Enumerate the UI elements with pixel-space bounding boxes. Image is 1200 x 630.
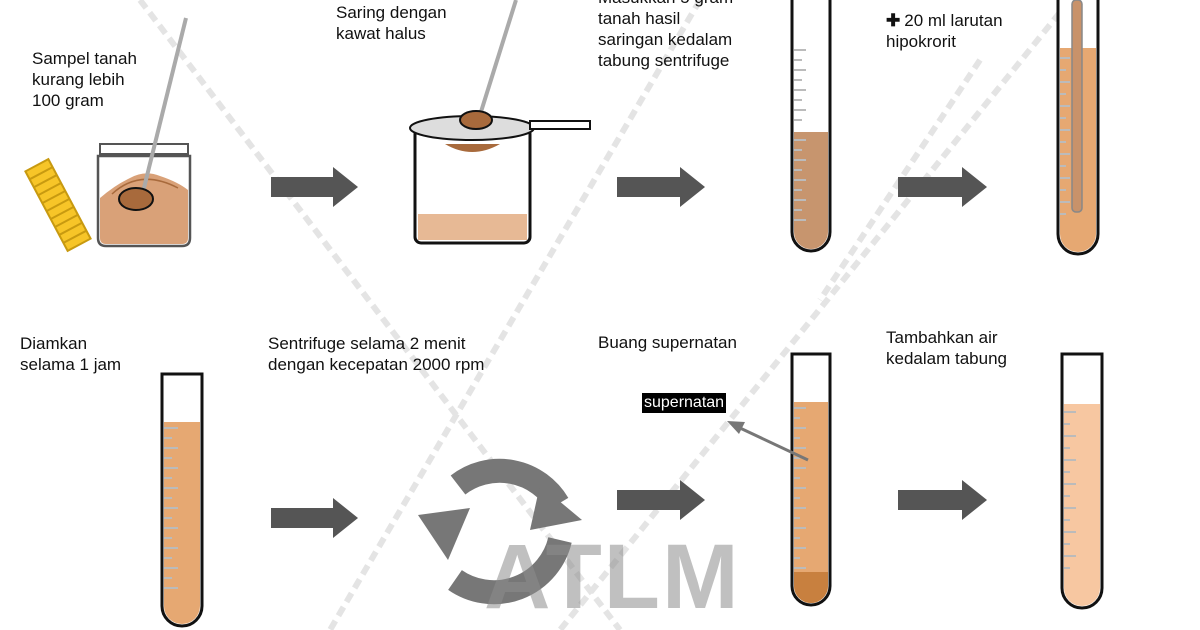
step-label-sample: Sampel tanah kurang lebih 100 gram [32,49,137,110]
process-arrow-icon [271,167,358,207]
process-arrow-icon [617,167,705,207]
test-tube-icon [160,372,204,628]
step-label-discard: Buang supernatan [598,333,737,352]
process-arrow-icon [617,480,705,520]
soil-jar-icon [24,17,192,253]
step-label-centrifuge: Sentrifuge selama 2 menit dengan kecepat… [268,334,485,374]
step-label-sieve: Saring dengan kawat halus [336,3,447,43]
plus-icon: ✚ [886,11,901,30]
process-arrow-icon [898,480,987,520]
sieve-beaker-icon [409,0,591,245]
step-label-hypochlorite-text: 20 ml larutan hipokrorit [886,11,1003,51]
centrifuge-cycle-icon [448,458,572,605]
test-tube-icon [1056,0,1100,256]
test-tube-icon [790,352,832,607]
process-arrow-icon [271,498,358,538]
supernatant-label: supernatan [642,393,727,413]
step-label-transfer: Masukkan 5 gram tanah hasil saringan ked… [598,0,733,70]
test-tube-icon [1060,352,1104,610]
supernatant-pointer [739,426,809,462]
step-label-add-water: Tambahkan air kedalam tabung [886,328,1007,368]
test-tube-icon [790,0,832,253]
process-arrow-icon [898,167,987,207]
step-label-rest: Diamkan selama 1 jam [20,334,122,374]
watermark-logo: ATLM [484,526,741,628]
step-label-hypochlorite: ✚20 ml larutan hipokrorit [886,10,1003,52]
